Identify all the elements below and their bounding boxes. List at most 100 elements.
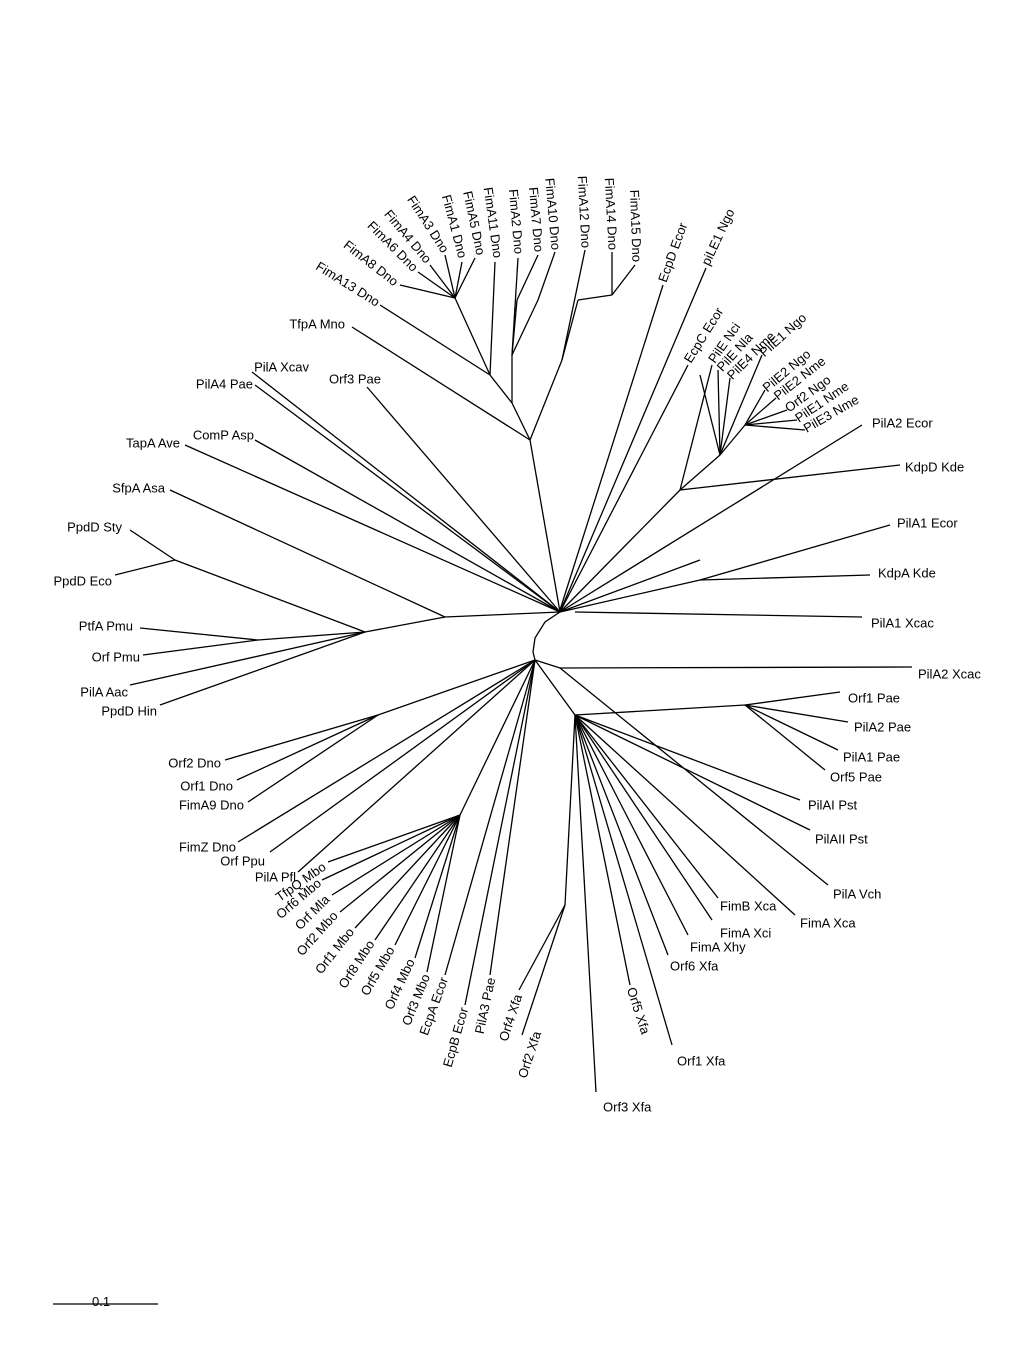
terminal-branch-comP-asp bbox=[254, 439, 561, 613]
taxon-label-sfpA-asa: SfpA Asa bbox=[112, 480, 166, 495]
taxon-label-fimA15-dno: FimA15 Dno bbox=[627, 189, 645, 262]
taxon-label-pilA2-ecor: PilA2 Ecor bbox=[872, 415, 933, 430]
taxon-label-pilA2-xcac: PilA2 Xcac bbox=[918, 666, 981, 681]
taxon-label-fimA7-dno: FimA7 Dno bbox=[526, 186, 547, 252]
terminal-branch-pilE-nci bbox=[679, 364, 713, 491]
internal-branch bbox=[559, 559, 701, 613]
terminal-branch-fimA5-dno bbox=[454, 257, 476, 299]
internal-branch bbox=[529, 359, 563, 441]
internal-branch bbox=[559, 579, 701, 613]
terminal-branch-orf1-pae bbox=[744, 691, 841, 706]
terminal-branch-ecpA-ecor bbox=[444, 659, 536, 976]
taxon-label-orf5-xfa: Orf5 Xfa bbox=[624, 985, 653, 1036]
taxon-label-fimA14-dno: FimA14 Dno bbox=[602, 177, 621, 250]
taxon-label-kdpD-kde: KdpD Kde bbox=[905, 459, 964, 474]
terminal-branch-orf2-xfa bbox=[521, 904, 566, 1036]
terminal-branch-ecpC-ecor bbox=[559, 364, 689, 613]
internal-branch bbox=[699, 374, 721, 456]
taxon-label-orf3-xfa: Orf3 Xfa bbox=[603, 1099, 652, 1114]
terminal-branch-orf5-pae bbox=[744, 704, 826, 771]
terminal-branch-orf1-dno bbox=[236, 714, 379, 781]
terminal-branch-fimA1-dno bbox=[454, 261, 463, 299]
terminal-branch-kdpD-kde bbox=[679, 464, 901, 491]
terminal-branch-pilA-vch bbox=[559, 667, 829, 886]
taxon-label-orf-pmu: Orf Pmu bbox=[92, 649, 140, 664]
terminal-branch-orf5-xfa bbox=[574, 714, 631, 986]
terminal-branch-fimA13-dno bbox=[379, 304, 491, 376]
taxon-label-pilA1-xcac: PilA1 Xcac bbox=[871, 615, 934, 630]
terminal-branch-fimA10-dno bbox=[537, 251, 556, 301]
taxon-label-ptfA-pmu: PtfA Pmu bbox=[79, 618, 133, 633]
taxon-label-pilA-pfl: PilA Pfl bbox=[255, 869, 296, 884]
taxon-label-fimA-xca: FimA Xca bbox=[800, 915, 856, 930]
terminal-branch-tfpQ-mbo bbox=[327, 814, 461, 863]
terminal-branch-orf2-dno bbox=[224, 714, 379, 761]
terminal-branch-fimA7-dno bbox=[516, 254, 539, 301]
terminal-branch-tfpA-mno bbox=[351, 326, 531, 441]
taxon-label-fimA2-dno: FimA2 Dno bbox=[506, 188, 527, 254]
taxon-label-pilAII-pst: PilAII Pst bbox=[815, 831, 868, 846]
terminal-branch-orf4-mbo bbox=[414, 814, 461, 959]
taxon-label-comP-asp: ComP Asp bbox=[193, 427, 254, 442]
taxon-label-orf4-xfa: Orf4 Xfa bbox=[496, 992, 525, 1043]
terminal-branch-kdpA-kde bbox=[699, 574, 871, 581]
terminal-branch-pilAII-pst bbox=[574, 714, 811, 831]
internal-branch bbox=[511, 299, 539, 356]
terminal-branch-ppdD-hin bbox=[159, 631, 366, 706]
terminal-branch-pilAI-pst bbox=[574, 714, 801, 801]
terminal-branch-ppdD-sty bbox=[129, 529, 176, 561]
internal-branch bbox=[377, 659, 536, 716]
terminal-branch-orf1-xfa bbox=[574, 714, 673, 1046]
scale-bar-label: 0.1 bbox=[92, 1294, 110, 1309]
taxon-label-pilA-xcav: PilA Xcav bbox=[254, 359, 309, 374]
terminal-branch-orf-mla bbox=[331, 814, 461, 896]
taxon-label-pilAI-pst: PilAI Pst bbox=[808, 797, 858, 812]
terminal-branch-pilA1-xcac bbox=[574, 611, 863, 618]
taxon-label-orf1-xfa: Orf1 Xfa bbox=[677, 1053, 726, 1068]
internal-branch bbox=[364, 616, 446, 633]
internal-branch bbox=[679, 454, 721, 491]
terminal-branch-pilA1-pae bbox=[744, 704, 839, 751]
terminal-branch-pilA2-pae bbox=[744, 704, 849, 723]
taxon-label-ecpD-ecor: EcpD Ecor bbox=[655, 220, 691, 284]
tree-branches bbox=[114, 249, 913, 1093]
taxon-label-pilA-vch: PilA Vch bbox=[833, 886, 881, 901]
terminal-branch-pilE3-nme bbox=[744, 424, 806, 431]
taxon-label-ppdD-hin: PpdD Hin bbox=[101, 703, 157, 718]
taxon-label-pilA-aac: PilA Aac bbox=[80, 684, 128, 699]
terminal-branch-orf6-xfa bbox=[574, 714, 669, 956]
internal-branch bbox=[529, 439, 561, 613]
taxon-label-kdpA-kde: KdpA Kde bbox=[878, 565, 936, 580]
terminal-branch-pilA-xcav bbox=[251, 371, 561, 613]
taxon-label-fimB-xca: FimB Xca bbox=[720, 898, 777, 913]
terminal-branch-orf1-mbo bbox=[354, 814, 461, 929]
terminal-branch-pilA-aac bbox=[129, 631, 366, 686]
internal-branch bbox=[444, 611, 561, 618]
internal-branch bbox=[577, 294, 613, 301]
terminal-branch-fimA-xca bbox=[574, 714, 796, 916]
terminal-branch-orf3-mbo bbox=[426, 814, 461, 973]
terminal-branch-fimA-xci bbox=[574, 714, 713, 921]
terminal-branch-orf6-mbo bbox=[321, 814, 461, 881]
terminal-branch-fimB-xca bbox=[574, 714, 719, 899]
terminal-branch-fimA11-dno bbox=[489, 261, 496, 376]
terminal-branch-fimA9-dno bbox=[247, 714, 379, 803]
internal-branch bbox=[174, 559, 366, 633]
terminal-branch-orf2-mbo bbox=[339, 814, 461, 913]
root-hub bbox=[532, 611, 561, 669]
terminal-branch-orf4-xfa bbox=[518, 904, 566, 991]
terminal-branch-pilE1-ngo bbox=[719, 354, 763, 456]
taxon-label-ecpB-ecor: EcpB Ecor bbox=[440, 1005, 472, 1069]
terminal-branch-pilA3-pae bbox=[489, 659, 536, 976]
terminal-branch-orf-ppu bbox=[269, 659, 536, 853]
terminal-branch-fimA8-dno bbox=[399, 284, 456, 299]
taxon-label-orf6-xfa: Orf6 Xfa bbox=[670, 958, 719, 973]
terminal-branch-pilA-pfl bbox=[297, 659, 536, 873]
taxon-label-pilA1-ecor: PilA1 Ecor bbox=[897, 515, 958, 530]
taxon-label-orf1-dno: Orf1 Dno bbox=[180, 778, 233, 793]
terminal-branch-fimA4-dno bbox=[429, 264, 456, 299]
internal-branch bbox=[459, 659, 536, 816]
internal-branch bbox=[534, 659, 576, 716]
